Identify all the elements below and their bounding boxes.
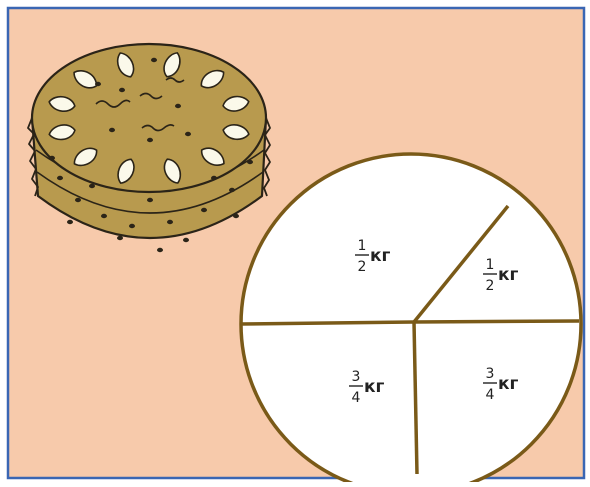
- divider-diagonal: [412, 204, 510, 324]
- crumb-dot: [101, 213, 107, 219]
- nut-icon: [163, 52, 181, 78]
- crumb-dot: [95, 81, 101, 87]
- unit-label: кг: [498, 265, 519, 285]
- crumb-dot: [109, 127, 115, 133]
- nut-icon: [200, 147, 225, 166]
- cake-circle: [239, 152, 583, 487]
- cake-decorations: [48, 52, 253, 253]
- unit-label: кг: [498, 374, 519, 394]
- icing-squiggle: [95, 99, 131, 108]
- crumb-dot: [247, 159, 253, 165]
- fraction-numerator: 3: [486, 366, 495, 382]
- crumb-dot: [75, 197, 81, 203]
- crumb-dot: [147, 197, 153, 203]
- crumb-dot: [147, 137, 153, 143]
- icing-squiggle: [141, 124, 175, 132]
- segment-label-top-right: 1 2 кг: [483, 257, 519, 294]
- fraction-numerator: 1: [486, 257, 495, 273]
- icing-squiggle: [165, 77, 185, 83]
- divider-horizontal-right: [413, 319, 580, 324]
- segment-label-bottom-right: 3 4 кг: [483, 366, 519, 403]
- nut-icon: [200, 69, 225, 89]
- crumb-dot: [89, 183, 95, 189]
- segment-label-top-left: 1 2 кг: [355, 238, 391, 275]
- crumb-dot: [49, 155, 55, 161]
- crumb-dot: [185, 131, 191, 137]
- crumb-dot: [67, 219, 73, 225]
- nut-icon: [73, 147, 98, 167]
- unit-label: кг: [370, 246, 391, 266]
- crumb-dot: [119, 87, 125, 93]
- divided-circle: [239, 152, 583, 487]
- cake-top: [30, 42, 268, 194]
- divider-vertical: [412, 321, 419, 475]
- icing-squiggle: [139, 92, 163, 100]
- fraction-numerator: 3: [352, 369, 361, 385]
- divider-horizontal-left: [240, 320, 415, 326]
- cake-edge-right: [263, 117, 271, 197]
- crumb-dot: [57, 175, 63, 181]
- fraction-numerator: 1: [358, 238, 367, 254]
- crumb-dot: [229, 187, 235, 193]
- segment-label-bottom-left: 3 4 кг: [349, 369, 385, 406]
- fraction-denominator: 2: [486, 278, 495, 294]
- crumb-dot: [129, 223, 135, 229]
- crumb-dot: [157, 247, 163, 253]
- nut-icon: [163, 158, 182, 184]
- cake-edge-left: [27, 117, 39, 197]
- crumb-dot: [233, 213, 239, 219]
- crumb-dot: [183, 237, 189, 243]
- nut-icon: [117, 158, 135, 184]
- unit-label: кг: [364, 377, 385, 397]
- nut-icon: [116, 52, 135, 78]
- crumb-dot: [167, 219, 173, 225]
- nut-icon: [48, 124, 76, 141]
- nut-icon: [222, 123, 250, 141]
- fraction-denominator: 2: [358, 259, 367, 275]
- crumb-dot: [201, 207, 207, 213]
- crumb-dot: [211, 175, 217, 181]
- fraction-denominator: 4: [352, 390, 361, 406]
- nut-icon: [222, 95, 250, 112]
- crumb-dot: [151, 57, 157, 63]
- nut-icon: [73, 70, 98, 89]
- fraction-denominator: 4: [486, 387, 495, 403]
- nut-icon: [48, 95, 76, 113]
- crumb-dot: [175, 103, 181, 109]
- crumb-dot: [117, 235, 123, 241]
